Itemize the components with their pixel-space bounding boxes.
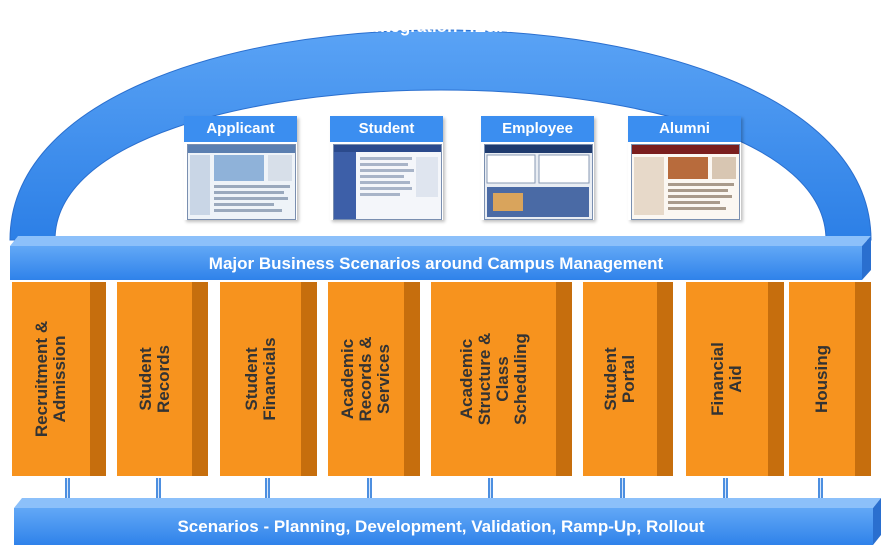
portal-label: Employee: [481, 116, 594, 142]
pillar-financial-aid: Financial Aid: [686, 282, 784, 476]
student-portal-screenshot: [333, 144, 442, 220]
connector: [265, 478, 270, 498]
alumni-portal-screenshot: [631, 144, 740, 220]
connector: [818, 478, 823, 498]
middle-band: [10, 246, 862, 280]
portal-employee: Employee: [481, 116, 594, 220]
middle-band-top: [10, 236, 871, 246]
portal-student: Student: [330, 116, 443, 220]
pillar-label: Student Portal: [601, 347, 638, 411]
portal-label: Applicant: [184, 116, 297, 142]
employee-portal-screenshot: [484, 144, 593, 220]
bottom-band-top: [14, 498, 881, 508]
portal-label: Student: [330, 116, 443, 142]
connector: [620, 478, 625, 498]
bottom-band: [14, 508, 873, 545]
connector: [65, 478, 70, 498]
pillar-recruitment-admission: Recruitment & Admission: [12, 282, 106, 476]
connector: [367, 478, 372, 498]
connector: [723, 478, 728, 498]
pillar-academic-records-services: Academic Records & Services: [328, 282, 420, 476]
pillar-student-portal: Student Portal: [583, 282, 673, 476]
portal-label: Alumni: [628, 116, 741, 142]
portal-applicant: Applicant: [184, 116, 297, 220]
portal-alumni: Alumni: [628, 116, 741, 220]
pillar-label: Housing: [812, 345, 831, 413]
middle-band-side: [862, 236, 871, 280]
pillar-label: Student Records: [135, 344, 173, 414]
bottom-band-side: [873, 498, 881, 545]
pillar-label: Financial Aid: [708, 342, 745, 416]
bottom-band-title: Scenarios - Planning, Development, Valid…: [177, 517, 704, 536]
applicant-portal-screenshot: [187, 144, 296, 220]
pillar-student-records: Student Records: [117, 282, 208, 476]
middle-band-title: Major Business Scenarios around Campus M…: [209, 254, 664, 273]
pillar-label: Recruitment & Admission: [32, 320, 69, 438]
pillar-academic-structure-scheduling: Academic Structure & Class Scheduling: [431, 282, 572, 476]
pillar-housing: Housing: [789, 282, 871, 476]
pillar-student-financials: Student Financials: [220, 282, 317, 476]
arch-title: Integration HE&R: [370, 17, 511, 36]
pillar-label: Student Financials: [241, 337, 279, 421]
pillar-label: Academic Records & Services: [338, 336, 393, 422]
pillar-label: Academic Structure & Class Scheduling: [456, 332, 530, 426]
connector: [156, 478, 161, 498]
connector: [488, 478, 493, 498]
